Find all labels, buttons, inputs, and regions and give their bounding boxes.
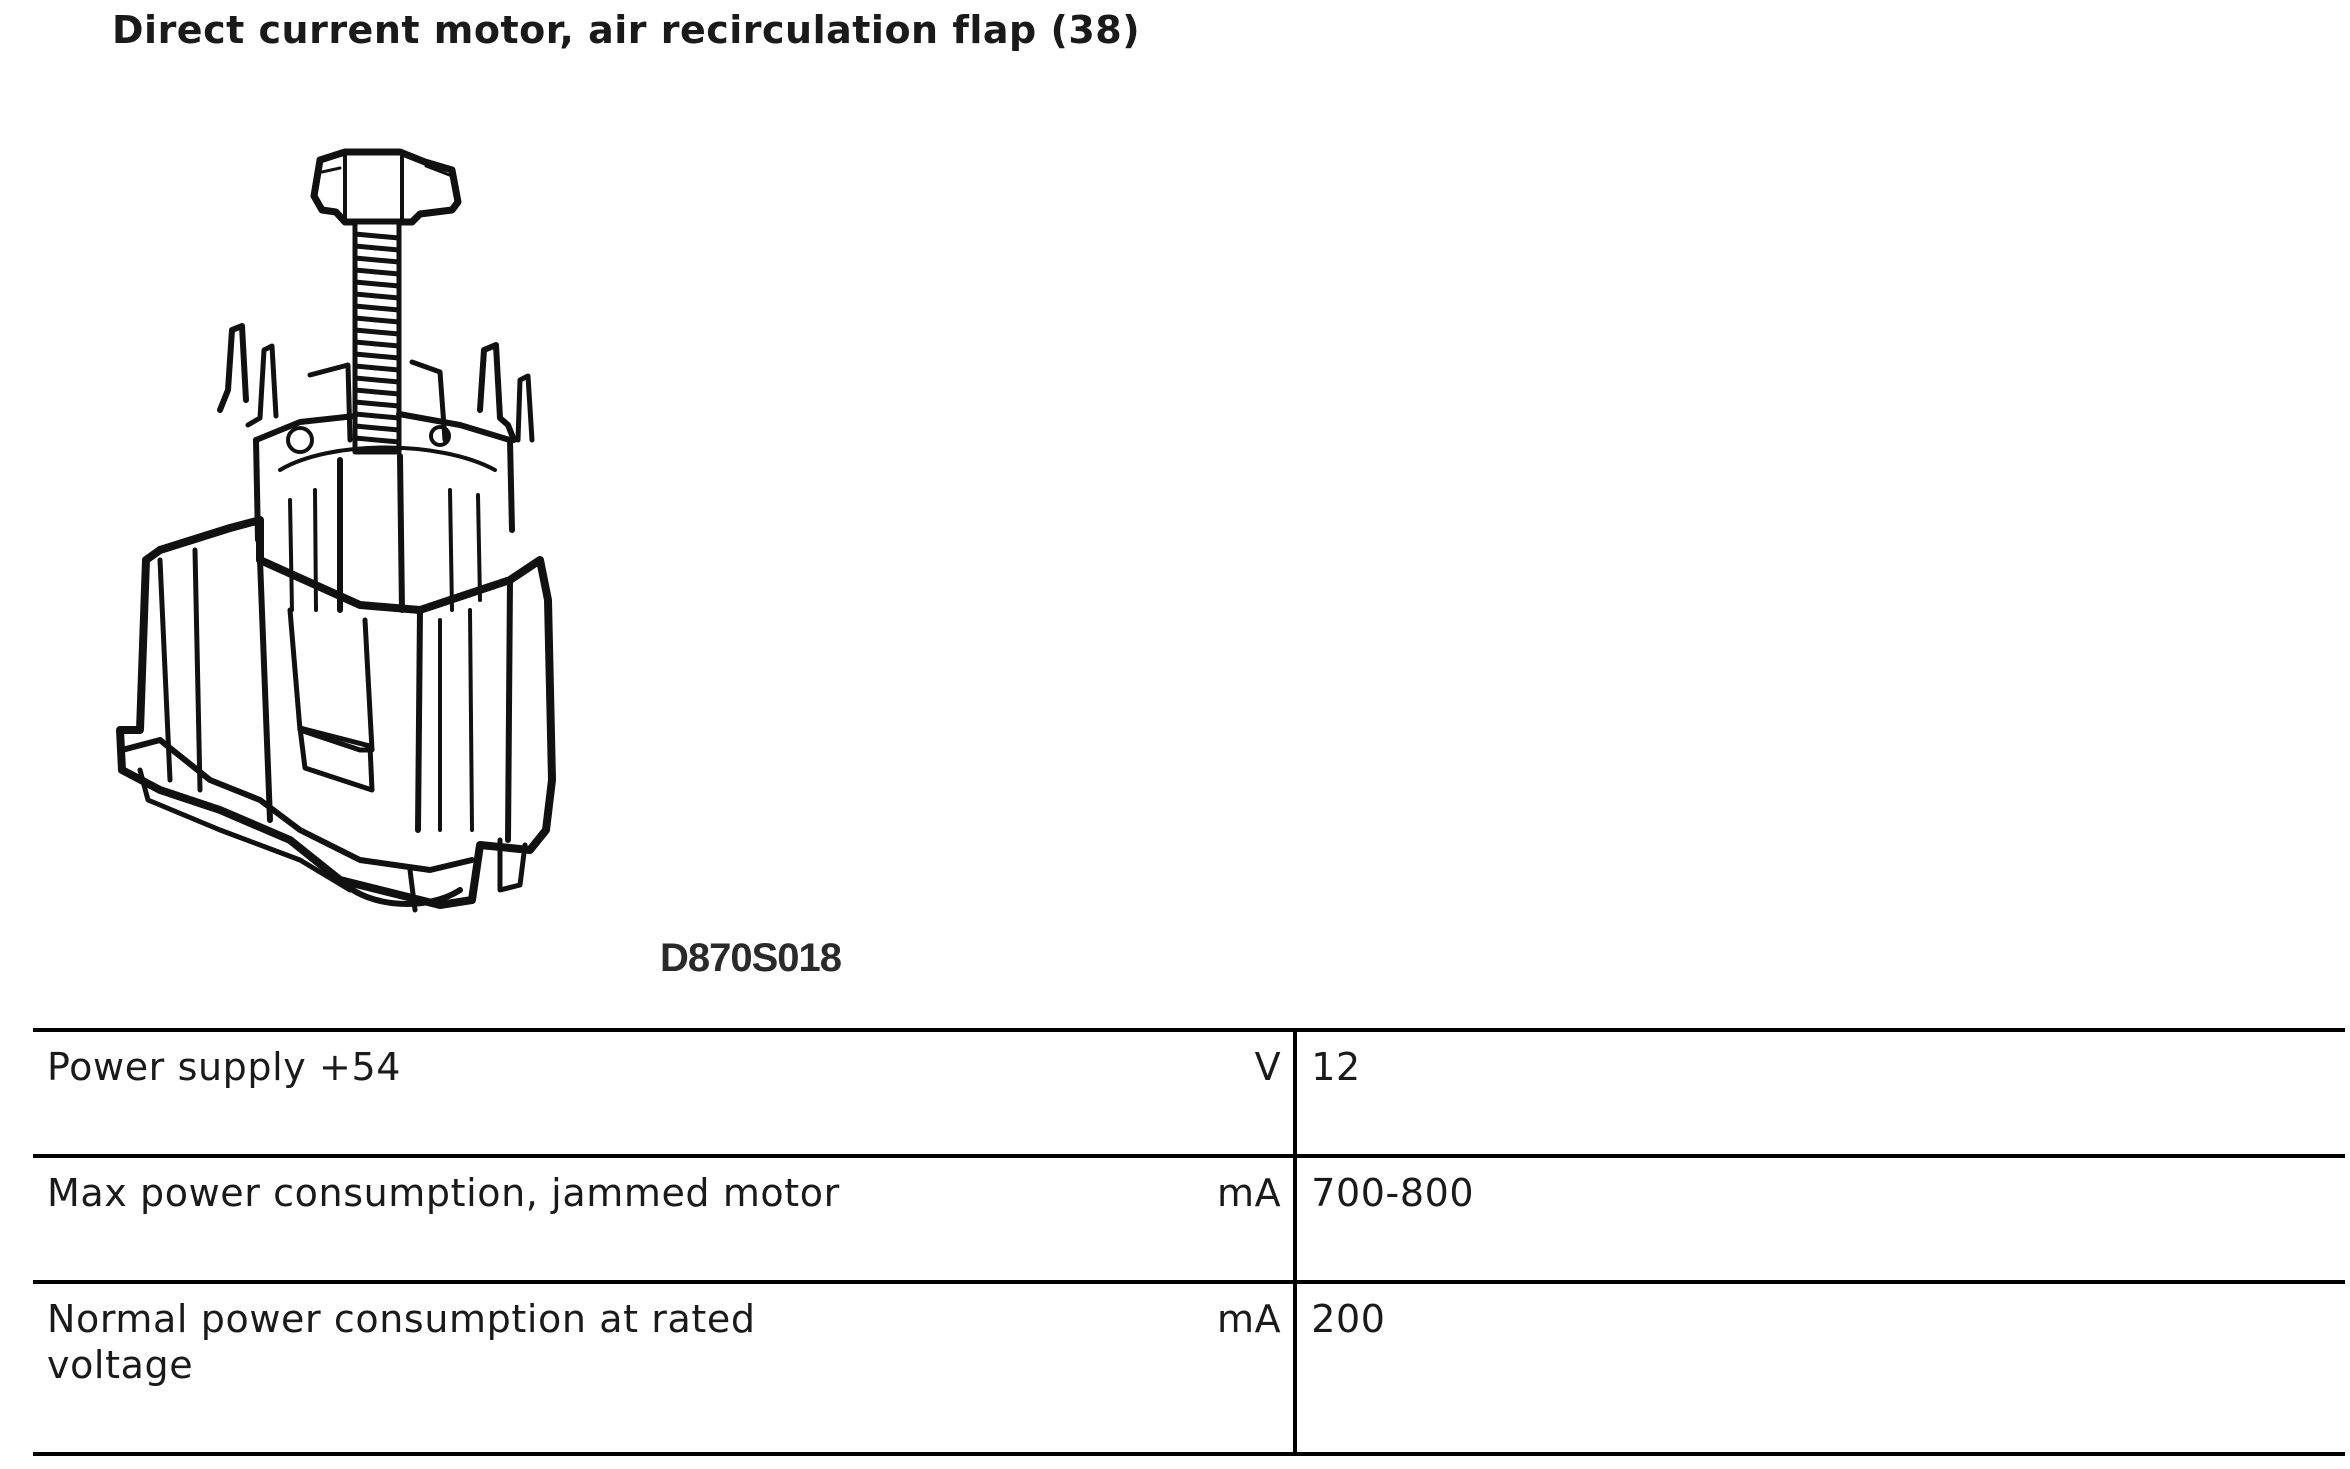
spec-label-text: Normal power consumption at rated voltag… (47, 1297, 756, 1387)
spec-value: 12 (1311, 1045, 1361, 1089)
spec-table: Power supply +54 V 12 Max power consumpt… (33, 1028, 2345, 1456)
spec-label: Max power consumption, jammed motor (47, 1171, 840, 1215)
dc-motor-illustration-icon (116, 148, 556, 913)
table-row: Power supply +54 V 12 (33, 1030, 2345, 1156)
motor-figure (100, 140, 560, 980)
table-row: Max power consumption, jammed motor mA 7… (33, 1156, 2345, 1282)
spec-label: Power supply +54 (47, 1045, 402, 1089)
spec-unit: mA (1217, 1156, 1298, 1282)
spec-value: 200 (1311, 1297, 1386, 1341)
figure-code: D870S018 (660, 936, 842, 980)
table-row: Normal power consumption at rated voltag… (33, 1282, 2345, 1454)
spec-unit: V (1217, 1030, 1298, 1156)
spec-value: 700-800 (1311, 1171, 1475, 1215)
spec-unit: mA (1217, 1282, 1298, 1454)
spec-label: Normal power consumption at rated voltag… (33, 1282, 1217, 1454)
page-title: Direct current motor, air recirculation … (112, 8, 1141, 52)
